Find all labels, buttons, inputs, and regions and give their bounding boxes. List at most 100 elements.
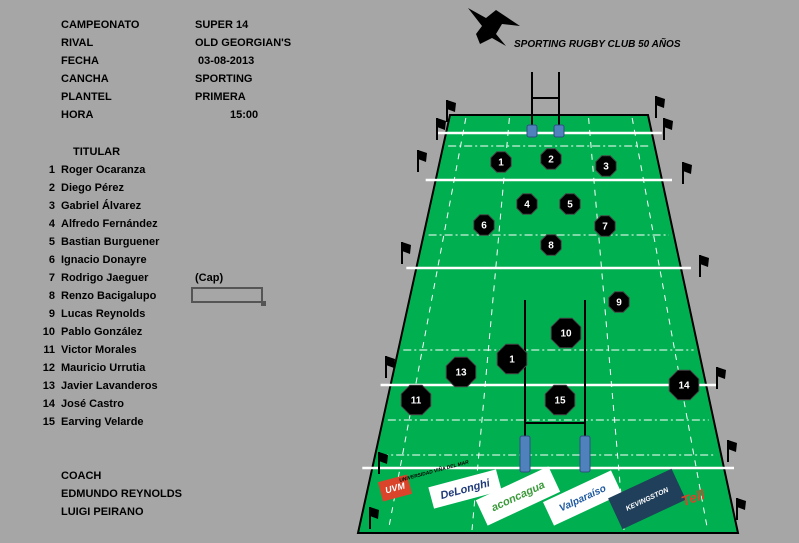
corner-flag-icon: [682, 162, 692, 184]
player-number: 13: [42, 380, 55, 392]
player-marker[interactable]: 6: [473, 214, 495, 236]
player-marker-number: 13: [455, 368, 467, 379]
info-label: CAMPEONATO: [61, 19, 140, 31]
player-number: 15: [42, 416, 55, 428]
coach-heading: COACH: [61, 470, 102, 482]
corner-flag-icon: [655, 96, 665, 118]
corner-flag-icon: [401, 242, 411, 264]
info-value: SPORTING: [195, 73, 253, 85]
player-marker[interactable]: 7: [594, 215, 616, 237]
corner-flag-icon: [716, 367, 726, 389]
info-value: 15:00: [230, 109, 259, 121]
player-name: José Castro: [61, 398, 124, 410]
player-marker[interactable]: 14: [668, 369, 700, 401]
corner-flag-icon: [436, 118, 446, 140]
player-number: 10: [42, 326, 55, 338]
player-name: Mauricio Urrutia: [61, 362, 146, 374]
selected-cell[interactable]: [191, 287, 266, 306]
sponsor-tell-logo: Tell: [679, 486, 708, 509]
player-marker-number: 1: [498, 158, 504, 169]
corner-flag-icon: [699, 255, 709, 277]
player-number: 5: [48, 236, 55, 248]
post-pad: [519, 435, 531, 473]
info-value: PRIMERA: [195, 91, 246, 103]
info-label: CANCHA: [61, 73, 109, 85]
player-marker-number: 5: [567, 200, 573, 211]
player-name: Pablo González: [61, 326, 143, 338]
post-pad: [579, 435, 591, 473]
player-number: 8: [48, 290, 55, 302]
player-marker[interactable]: 11: [400, 384, 432, 416]
player-marker-number: 8: [548, 241, 554, 252]
player-marker-number: 14: [678, 381, 690, 392]
corner-flag-icon: [417, 150, 427, 172]
titular-heading: TITULAR: [73, 146, 121, 158]
post-pad: [526, 124, 538, 138]
player-marker-number: 7: [602, 222, 608, 233]
sponsor-uvm-logo: UVM: [377, 474, 413, 502]
captain-label: (Cap): [195, 272, 224, 284]
corner-flag-icon: [378, 452, 388, 474]
player-marker-number: 6: [481, 221, 487, 232]
info-label: PLANTEL: [61, 91, 112, 103]
club-logo-bird-icon: [466, 4, 522, 53]
player-number: 6: [48, 254, 55, 266]
player-marker-number: 9: [616, 298, 622, 309]
info-value: 03-08-2013: [198, 55, 255, 67]
player-name: Rodrigo Jaeguer: [61, 272, 149, 284]
info-label: HORA: [61, 109, 94, 121]
svg-text:Tell: Tell: [679, 486, 708, 509]
player-marker-number: 15: [554, 396, 566, 407]
player-marker[interactable]: 15: [544, 384, 576, 416]
coach-name: EDMUNDO REYNOLDS: [61, 488, 183, 500]
player-number: 4: [48, 218, 55, 230]
player-name: Ignacio Donayre: [61, 254, 147, 266]
dashed-line: [631, 117, 709, 531]
player-marker-number: 10: [560, 329, 572, 340]
player-marker[interactable]: 3: [595, 155, 617, 177]
player-name: Earving Velarde: [61, 416, 144, 428]
info-label: RIVAL: [61, 37, 94, 49]
sponsor-kevingston-logo: KEVINGSTON: [608, 468, 686, 530]
player-name: Gabriel Álvarez: [61, 200, 142, 212]
corner-flag-icon: [446, 100, 456, 122]
info-value: SUPER 14: [195, 19, 249, 31]
dashed-line: [387, 117, 467, 531]
info-label: FECHA: [61, 55, 99, 67]
post-pad: [553, 124, 565, 138]
player-number: 11: [43, 344, 55, 356]
corner-flag-icon: [385, 356, 395, 378]
player-marker[interactable]: 9: [608, 291, 630, 313]
player-marker[interactable]: 1: [496, 343, 528, 375]
player-marker-number: 4: [524, 200, 530, 211]
player-number: 9: [48, 308, 55, 320]
player-number: 2: [48, 182, 55, 194]
player-marker[interactable]: 13: [445, 356, 477, 388]
dashed-line: [471, 117, 510, 531]
corner-flag-icon: [663, 118, 673, 140]
player-marker-number: 1: [509, 355, 515, 366]
player-marker[interactable]: 10: [550, 317, 582, 349]
player-marker[interactable]: 4: [516, 193, 538, 215]
player-number: 1: [48, 164, 55, 176]
corner-flag-icon: [727, 440, 737, 462]
player-marker[interactable]: 8: [540, 234, 562, 256]
player-number: 7: [48, 272, 55, 284]
player-marker[interactable]: 2: [540, 148, 562, 170]
coach-name: LUIGI PEIRANO: [61, 506, 144, 518]
player-marker[interactable]: 1: [490, 151, 512, 173]
player-name: Alfredo Fernández: [61, 218, 158, 230]
player-number: 3: [48, 200, 55, 212]
player-marker-number: 11: [411, 396, 422, 407]
player-name: Javier Lavanderos: [61, 380, 158, 392]
player-name: Diego Pérez: [61, 182, 124, 194]
player-name: Renzo Bacigalupo: [61, 290, 157, 302]
info-value: OLD GEORGIAN'S: [195, 37, 292, 49]
club-title: SPORTING RUGBY CLUB 50 AÑOS: [514, 39, 681, 50]
player-marker-number: 2: [548, 155, 554, 166]
corner-flag-icon: [736, 498, 746, 520]
player-number: 12: [42, 362, 55, 374]
corner-flag-icon: [369, 507, 379, 529]
player-marker[interactable]: 5: [559, 193, 581, 215]
